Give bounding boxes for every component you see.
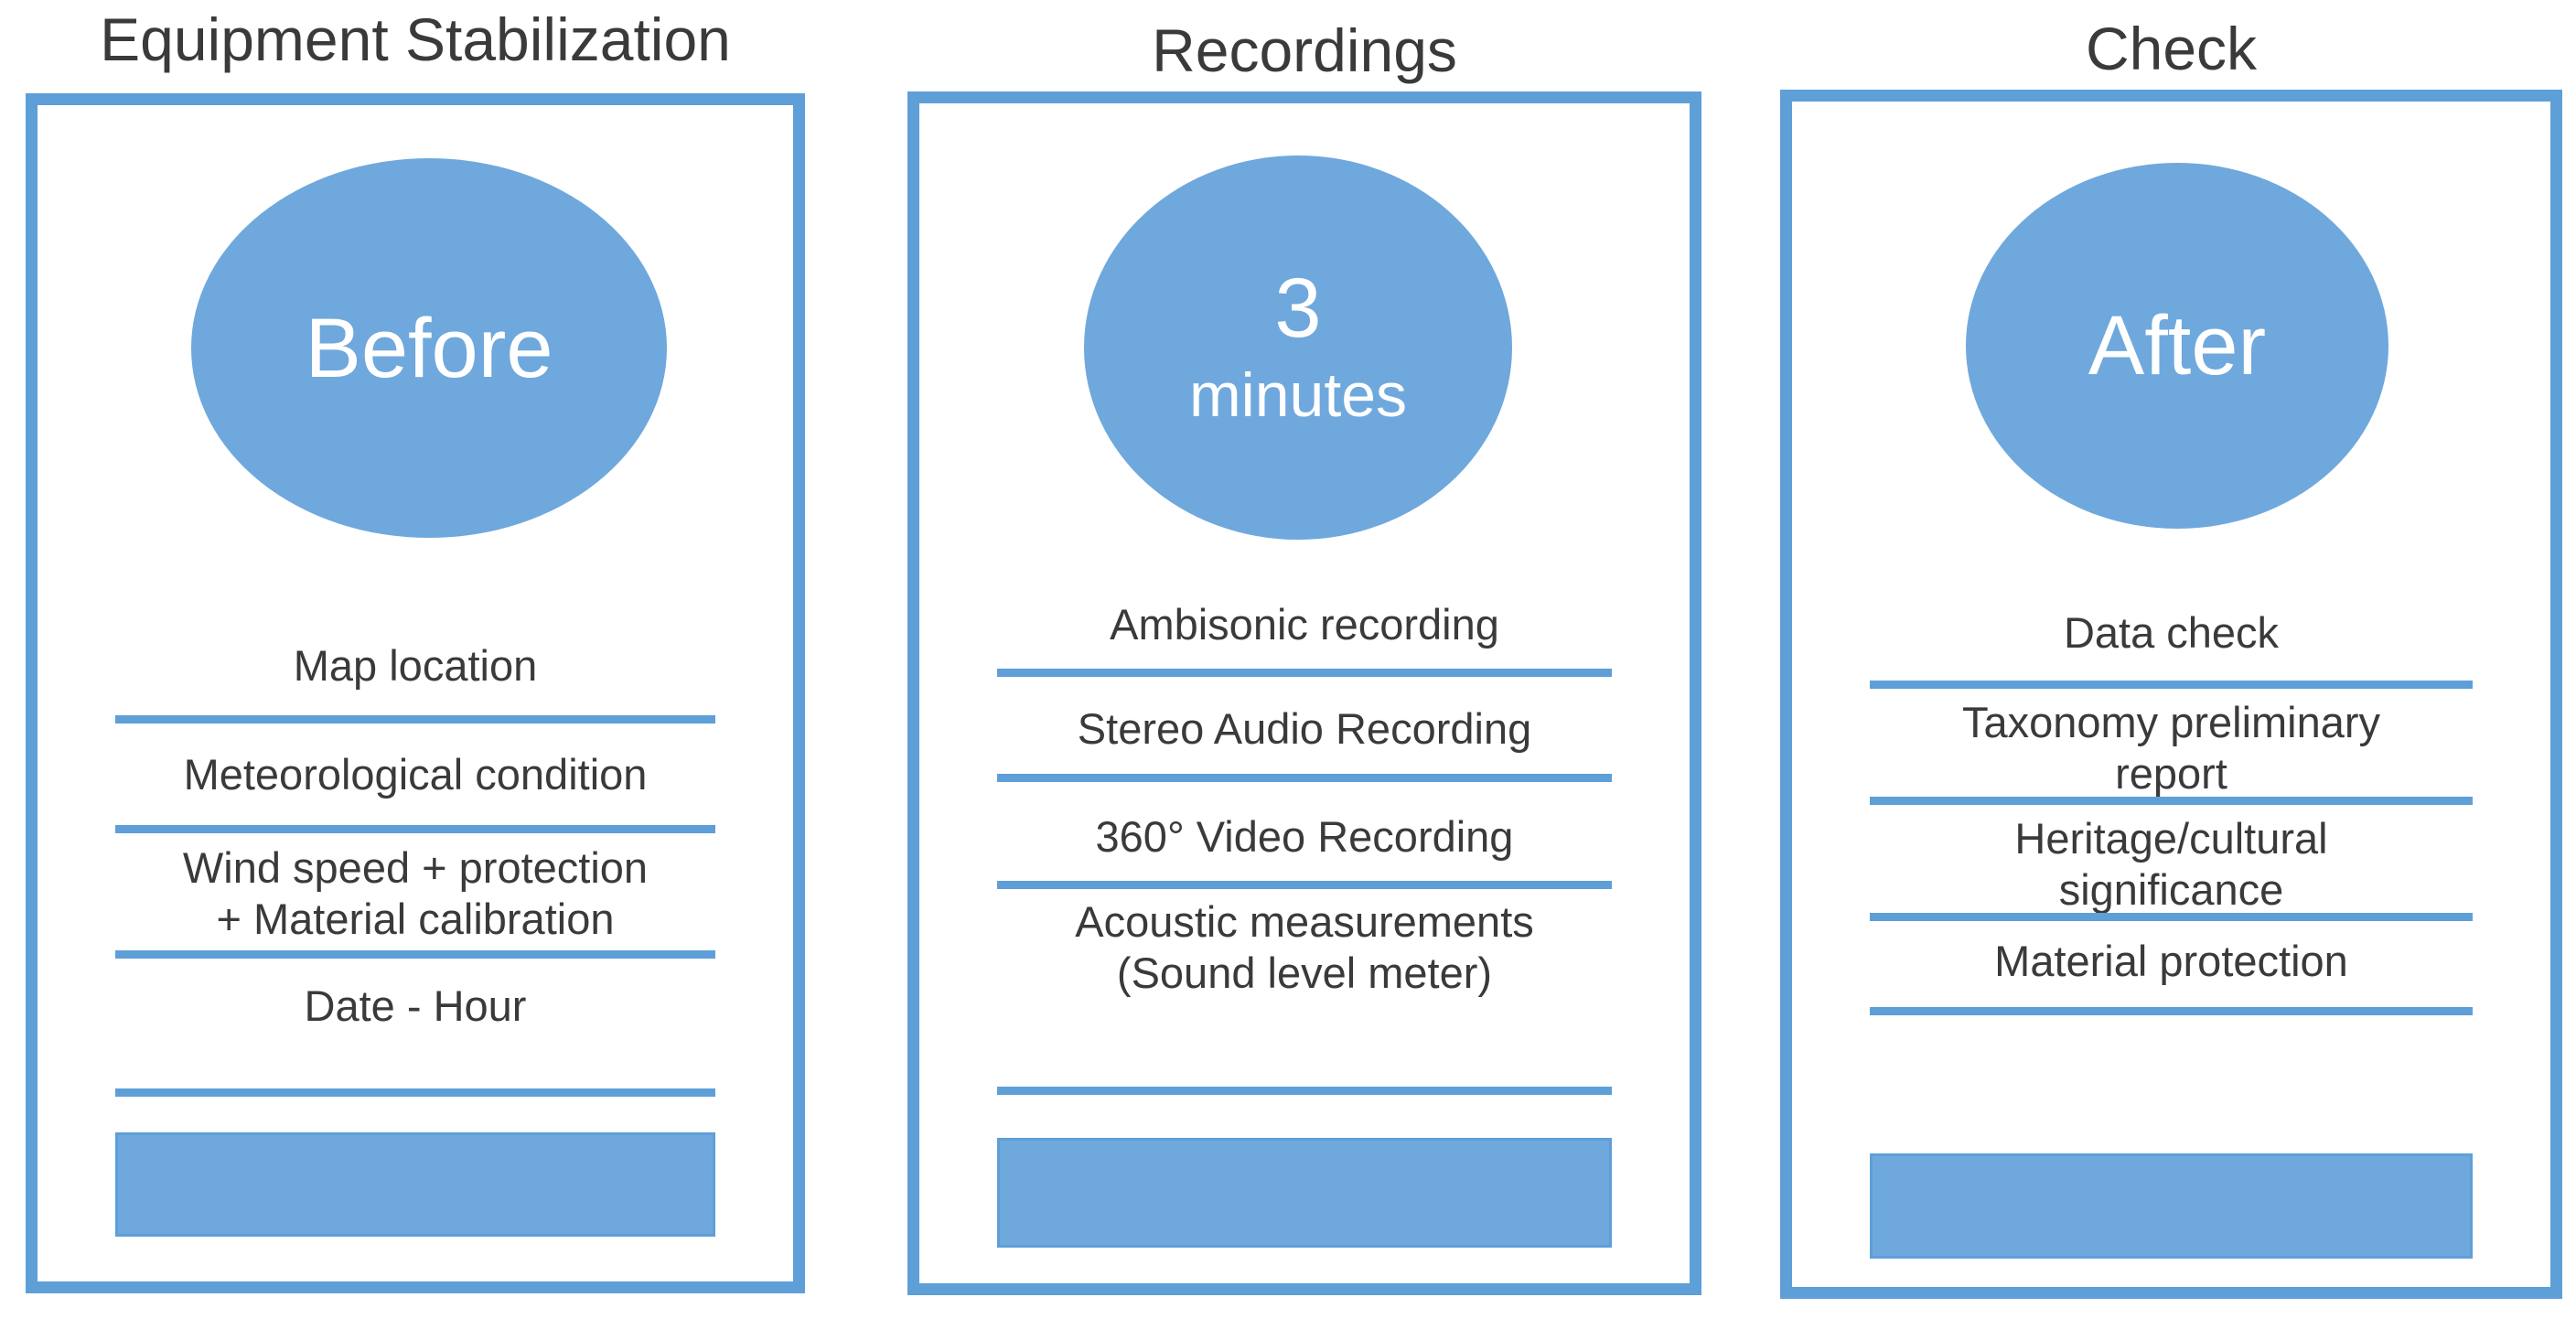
phase-column-recordings: Recordings 3 minutes Ambisonic recording…	[907, 0, 1701, 1340]
badge-sublabel: minutes	[1188, 360, 1408, 430]
separator-line	[115, 825, 715, 833]
checklist-item: 360° Video Recording	[919, 811, 1690, 863]
column-title: Check	[2085, 15, 2258, 82]
column-title: Equipment Stabilization	[100, 5, 731, 73]
phase-badge-ellipse: Before	[191, 158, 667, 538]
item-line: Meteorological condition	[183, 750, 648, 799]
separator-line	[115, 1088, 715, 1097]
item-line: Ambisonic recording	[1110, 600, 1499, 649]
checklist-item: Material protection	[1792, 936, 2550, 987]
separator-line	[997, 1087, 1612, 1095]
item-line: Map location	[293, 641, 538, 690]
checklist-item: Taxonomy preliminary report	[1792, 697, 2550, 799]
badge-label: After	[2088, 299, 2267, 392]
checklist-item: Wind speed + protection + Material calib…	[38, 842, 793, 945]
separator-line	[997, 669, 1612, 677]
phase-box: 3 minutes Ambisonic recording Stereo Aud…	[907, 91, 1701, 1295]
checklist-item: Acoustic measurements (Sound level meter…	[919, 896, 1690, 999]
footer-bar	[115, 1132, 715, 1237]
item-line: report	[2115, 749, 2227, 798]
checklist-item: Date - Hour	[38, 981, 793, 1032]
separator-line	[997, 774, 1612, 782]
separator-line	[1870, 681, 2473, 689]
column-title: Recordings	[1152, 16, 1457, 84]
separator-line	[1870, 1007, 2473, 1015]
phase-badge-ellipse: 3 minutes	[1084, 155, 1512, 540]
badge-label: Before	[305, 301, 553, 395]
item-line: significance	[2058, 865, 2284, 914]
footer-bar	[997, 1138, 1612, 1248]
item-line: Date - Hour	[304, 981, 527, 1030]
badge-label: 3	[1274, 262, 1322, 355]
checklist-item: Ambisonic recording	[919, 599, 1690, 650]
item-line: Acoustic measurements	[1075, 897, 1534, 946]
item-line: Taxonomy preliminary	[1961, 698, 2381, 746]
item-line: Material protection	[1994, 937, 2348, 985]
checklist-item: Data check	[1792, 607, 2550, 659]
item-line: + Material calibration	[216, 895, 615, 943]
phase-box: After Data check Taxonomy preliminary re…	[1780, 90, 2562, 1299]
checklist-item: Map location	[38, 640, 793, 691]
item-line: Data check	[2063, 608, 2280, 657]
phase-column-check: Check After Data check Taxonomy prelimin…	[1780, 0, 2562, 1340]
item-line: Heritage/cultural	[2014, 814, 2328, 863]
checklist-item: Meteorological condition	[38, 749, 793, 800]
item-line: (Sound level meter)	[1116, 949, 1493, 997]
phase-box: Before Map location Meteorological condi…	[26, 93, 805, 1293]
checklist-item: Stereo Audio Recording	[919, 703, 1690, 755]
separator-line	[1870, 913, 2473, 921]
phase-column-equipment-stabilization: Equipment Stabilization Before Map locat…	[26, 0, 805, 1340]
separator-line	[115, 715, 715, 724]
item-line: 360° Video Recording	[1095, 812, 1514, 861]
phase-badge-ellipse: After	[1966, 163, 2388, 529]
item-line: Stereo Audio Recording	[1077, 704, 1532, 753]
item-line: Wind speed + protection	[182, 843, 649, 892]
checklist-item: Heritage/cultural significance	[1792, 813, 2550, 916]
separator-line	[997, 881, 1612, 889]
footer-bar	[1870, 1153, 2473, 1259]
separator-line	[115, 950, 715, 959]
separator-line	[1870, 797, 2473, 805]
